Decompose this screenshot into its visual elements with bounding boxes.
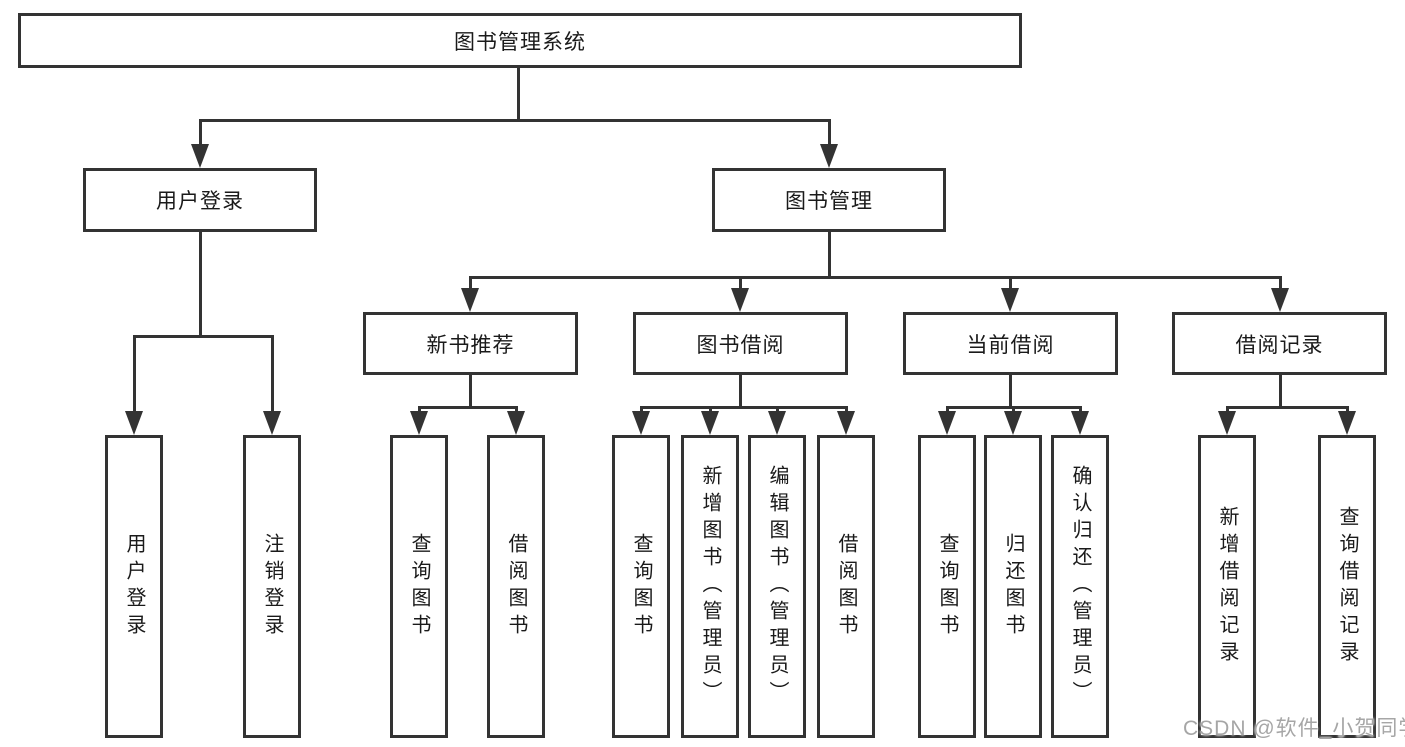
connector-stem bbox=[1226, 406, 1229, 414]
leaf-edit-books-admin: 编辑图书（管理员） bbox=[748, 435, 806, 738]
connector-stem bbox=[133, 335, 136, 413]
connector-userlogin-split bbox=[133, 335, 273, 338]
node-book-management: 图书管理 bbox=[712, 168, 946, 232]
connector-stem bbox=[640, 406, 643, 414]
leaf-query-books-recommend-label: 查询图书 bbox=[408, 532, 430, 641]
arrowhead-down-icon bbox=[125, 411, 143, 435]
connector-currentborrow-trunk bbox=[1009, 373, 1012, 408]
arrowhead-down-icon bbox=[1338, 411, 1356, 435]
connector-userlogin-trunk bbox=[199, 230, 202, 337]
leaf-confirm-return-admin-label: 确认归还（管理员） bbox=[1069, 465, 1091, 708]
leaf-edit-books-admin-label: 编辑图书（管理员） bbox=[766, 465, 788, 708]
leaf-confirm-return-admin: 确认归还（管理员） bbox=[1051, 435, 1109, 738]
leaf-borrow-books-recommend-label: 借阅图书 bbox=[505, 532, 527, 641]
watermark: CSDN @软件_小贺同学 bbox=[1183, 717, 1405, 740]
node-new-book-recommend-label: 新书推荐 bbox=[426, 333, 515, 357]
node-current-borrow-label: 当前借阅 bbox=[966, 333, 1055, 357]
connector-stem bbox=[1079, 406, 1082, 414]
leaf-query-books-borrow-label: 查询图书 bbox=[630, 532, 652, 641]
arrowhead-down-icon bbox=[768, 411, 786, 435]
node-new-book-recommend: 新书推荐 bbox=[363, 312, 578, 375]
connector-records-trunk bbox=[1279, 373, 1282, 408]
node-user-login: 用户登录 bbox=[83, 168, 317, 232]
node-root: 图书管理系统 bbox=[18, 13, 1022, 68]
leaf-add-books-admin: 新增图书（管理员） bbox=[681, 435, 739, 738]
leaf-borrow-books-label: 借阅图书 bbox=[835, 532, 857, 641]
node-current-borrow: 当前借阅 bbox=[903, 312, 1118, 375]
arrowhead-down-icon bbox=[632, 411, 650, 435]
leaf-query-books-recommend: 查询图书 bbox=[390, 435, 448, 738]
node-root-label: 图书管理系统 bbox=[454, 30, 586, 54]
arrowhead-down-icon bbox=[191, 144, 209, 168]
connector-stem bbox=[1012, 406, 1015, 414]
arrowhead-down-icon bbox=[1271, 288, 1289, 312]
node-book-borrow-label: 图书借阅 bbox=[696, 333, 785, 357]
node-borrow-records: 借阅记录 bbox=[1172, 312, 1387, 375]
leaf-add-borrow-record-label: 新增借阅记录 bbox=[1216, 505, 1238, 668]
connector-newbooks-split bbox=[418, 406, 518, 409]
arrowhead-down-icon bbox=[263, 411, 281, 435]
arrowhead-down-icon bbox=[1001, 288, 1019, 312]
connector-root-trunk bbox=[517, 68, 520, 122]
node-borrow-records-label: 借阅记录 bbox=[1235, 333, 1324, 357]
connector-stem bbox=[271, 335, 274, 413]
leaf-return-books-label: 归还图书 bbox=[1002, 532, 1024, 641]
leaf-borrow-books-recommend: 借阅图书 bbox=[487, 435, 545, 738]
arrowhead-down-icon bbox=[410, 411, 428, 435]
connector-records-split bbox=[1226, 406, 1349, 409]
leaf-user-login: 用户登录 bbox=[105, 435, 163, 738]
arrowhead-down-icon bbox=[507, 411, 525, 435]
connector-stem bbox=[739, 276, 742, 290]
connector-root-split bbox=[199, 119, 830, 122]
connector-stem bbox=[1009, 276, 1012, 290]
connector-bookmgmt-trunk bbox=[828, 230, 831, 278]
leaf-query-borrow-record-label: 查询借阅记录 bbox=[1336, 505, 1358, 668]
arrowhead-down-icon bbox=[1004, 411, 1022, 435]
connector-stem bbox=[469, 276, 472, 290]
connector-stem bbox=[709, 406, 712, 414]
connector-bookborrow-split bbox=[640, 406, 848, 409]
node-user-login-label: 用户登录 bbox=[156, 190, 244, 213]
arrowhead-down-icon bbox=[837, 411, 855, 435]
leaf-query-borrow-record: 查询借阅记录 bbox=[1318, 435, 1376, 738]
arrowhead-down-icon bbox=[461, 288, 479, 312]
connector-stem bbox=[199, 119, 202, 147]
arrowhead-down-icon bbox=[701, 411, 719, 435]
connector-stem bbox=[776, 406, 779, 414]
connector-newbooks-trunk bbox=[469, 373, 472, 408]
connector-stem bbox=[828, 119, 831, 147]
arrowhead-down-icon bbox=[820, 144, 838, 168]
leaf-return-books: 归还图书 bbox=[984, 435, 1042, 738]
leaf-query-books-current-label: 查询图书 bbox=[936, 532, 958, 641]
leaf-logout: 注销登录 bbox=[243, 435, 301, 738]
arrowhead-down-icon bbox=[1071, 411, 1089, 435]
leaf-borrow-books: 借阅图书 bbox=[817, 435, 875, 738]
leaf-query-books-current: 查询图书 bbox=[918, 435, 976, 738]
connector-bookborrow-trunk bbox=[739, 373, 742, 408]
leaf-add-borrow-record: 新增借阅记录 bbox=[1198, 435, 1256, 738]
node-book-borrow: 图书借阅 bbox=[633, 312, 848, 375]
leaf-user-login-label: 用户登录 bbox=[123, 532, 145, 641]
connector-stem bbox=[418, 406, 421, 414]
connector-stem bbox=[946, 406, 949, 414]
leaf-logout-label: 注销登录 bbox=[261, 532, 283, 641]
connector-stem bbox=[845, 406, 848, 414]
arrowhead-down-icon bbox=[731, 288, 749, 312]
leaf-add-books-admin-label: 新增图书（管理员） bbox=[699, 465, 721, 708]
connector-stem bbox=[515, 406, 518, 414]
leaf-query-books-borrow: 查询图书 bbox=[612, 435, 670, 738]
node-book-management-label: 图书管理 bbox=[785, 190, 873, 213]
connector-stem bbox=[1346, 406, 1349, 414]
connector-stem bbox=[1279, 276, 1282, 290]
arrowhead-down-icon bbox=[938, 411, 956, 435]
connector-bookmgmt-split bbox=[469, 276, 1282, 279]
arrowhead-down-icon bbox=[1218, 411, 1236, 435]
